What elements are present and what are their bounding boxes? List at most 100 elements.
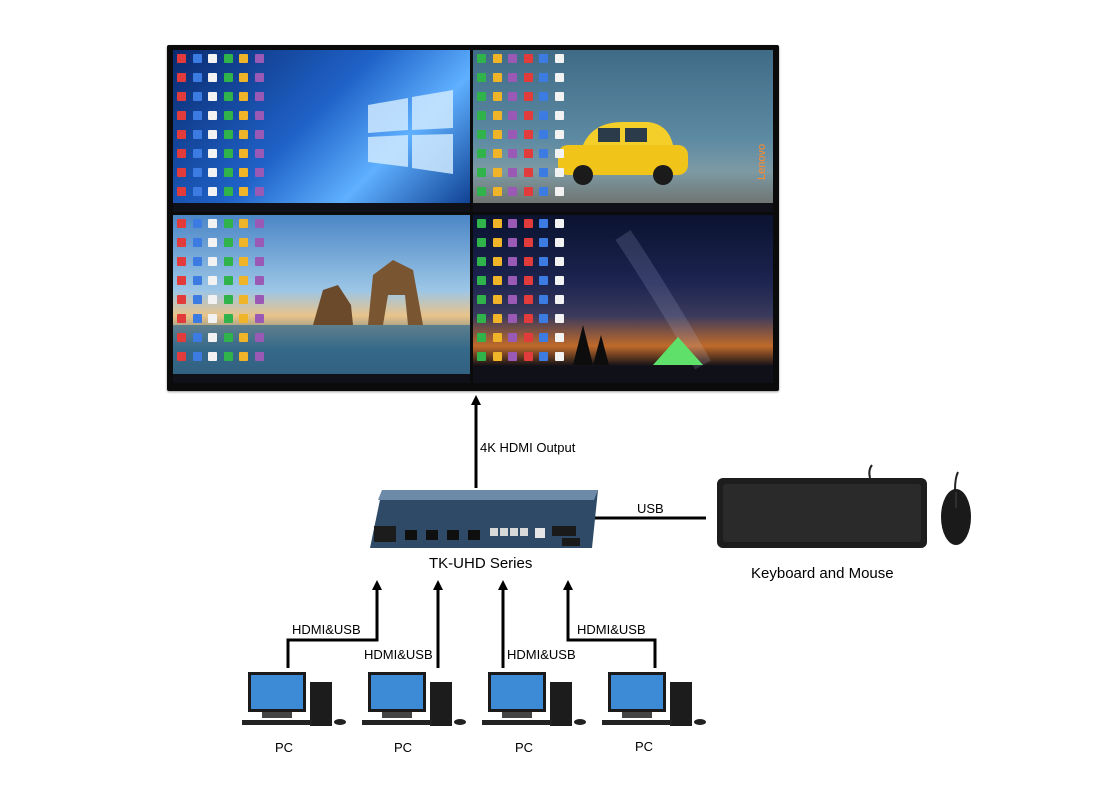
desktop-app-icon xyxy=(523,352,533,361)
desktop-app-icon xyxy=(477,130,486,139)
pc-4-icon xyxy=(602,672,706,726)
desktop-app-icon xyxy=(539,187,548,196)
desktop-app-icon xyxy=(192,187,202,196)
desktop-app-icon xyxy=(177,187,186,196)
desktop-app-icon xyxy=(239,257,248,266)
pc-label-3: PC xyxy=(515,740,534,755)
desktop-app-icon xyxy=(492,73,502,82)
desktop-app-icon xyxy=(254,111,264,120)
desktop-app-icon xyxy=(208,333,217,342)
desktop-app-icon xyxy=(208,111,217,120)
desktop-app-icon xyxy=(492,111,502,120)
desktop-app-icon xyxy=(239,276,248,285)
desktop-app-icon xyxy=(192,314,202,323)
desktop-app-icon xyxy=(477,149,486,158)
desktop-app-icon xyxy=(477,238,486,247)
desktop-app-icon xyxy=(554,111,564,120)
desktop-app-icon xyxy=(239,333,248,342)
pc-label-2: PC xyxy=(394,740,413,755)
desktop-app-icon xyxy=(554,187,564,196)
desktop-app-icon xyxy=(192,219,202,228)
desktop-app-icon xyxy=(239,54,248,63)
desktop-app-icon xyxy=(208,295,217,304)
desktop-app-icon xyxy=(208,219,217,228)
desktop-app-icon xyxy=(254,168,264,177)
desktop-app-icon xyxy=(239,73,248,82)
desktop-app-icon xyxy=(239,111,248,120)
desktop-app-icon xyxy=(539,111,548,120)
desktop-app-icon xyxy=(239,92,248,101)
desktop-app-icon xyxy=(477,168,486,177)
desktop-app-icon xyxy=(477,54,486,63)
hdmi-output-label: 4K HDMI Output xyxy=(480,440,576,455)
desktop-app-icon xyxy=(239,187,248,196)
desktop-app-icon xyxy=(239,314,248,323)
desktop-app-icon xyxy=(539,257,548,266)
desktop-app-icon xyxy=(192,238,202,247)
desktop-app-icon xyxy=(223,73,233,82)
desktop-app-icon xyxy=(192,352,202,361)
desktop-app-icon xyxy=(239,295,248,304)
desktop-app-icon xyxy=(192,333,202,342)
desktop-app-icon xyxy=(254,92,264,101)
pc-1-icon xyxy=(242,672,346,726)
desktop-app-icon xyxy=(192,257,202,266)
desktop-app-icon xyxy=(192,73,202,82)
desktop-app-icon xyxy=(539,92,548,101)
desktop-app-icon xyxy=(508,54,517,63)
desktop-app-icon xyxy=(177,168,186,177)
pc-2-icon xyxy=(362,672,466,726)
desktop-app-icon xyxy=(492,130,502,139)
desktop-app-icon xyxy=(177,111,186,120)
desktop-app-icon xyxy=(208,352,217,361)
desktop-app-icon xyxy=(239,130,248,139)
desktop-app-icon xyxy=(192,168,202,177)
desktop-app-icon xyxy=(208,314,217,323)
desktop-app-icon xyxy=(223,149,233,158)
desktop-app-icon xyxy=(523,333,533,342)
desktop-app-icon xyxy=(208,168,217,177)
desktop-app-icon xyxy=(254,73,264,82)
desktop-app-icon xyxy=(223,238,233,247)
desktop-app-icon xyxy=(492,54,502,63)
desktop-app-icon xyxy=(508,238,517,247)
desktop-app-icon xyxy=(492,168,502,177)
desktop-app-icon xyxy=(254,257,264,266)
desktop-app-icon xyxy=(223,168,233,177)
desktop-app-icon xyxy=(508,257,517,266)
desktop-app-icon xyxy=(523,130,533,139)
rock-arch-icon xyxy=(173,260,470,383)
hdmi-usb-label-4: HDMI&USB xyxy=(577,622,646,637)
desktop-app-icon xyxy=(477,187,486,196)
quadrant-top-left xyxy=(173,50,470,212)
desktop-app-icon xyxy=(554,295,564,304)
desktop-app-icon xyxy=(508,352,517,361)
device-label: TK-UHD Series xyxy=(429,555,533,572)
keyboard-mouse-label: Keyboard and Mouse xyxy=(751,565,894,582)
desktop-app-icon xyxy=(177,257,186,266)
desktop-app-icon xyxy=(508,187,517,196)
desktop-app-icon xyxy=(208,54,217,63)
quadrant-top-right: Lenovo xyxy=(473,50,773,212)
desktop-app-icon xyxy=(539,333,548,342)
desktop-app-icon xyxy=(177,73,186,82)
desktop-app-icon xyxy=(508,73,517,82)
desktop-app-icon xyxy=(539,276,548,285)
desktop-app-icon xyxy=(523,54,533,63)
monitor-brand-label: Lenovo xyxy=(756,144,768,180)
desktop-app-icon xyxy=(239,219,248,228)
desktop-app-icon xyxy=(223,257,233,266)
desktop-app-icon xyxy=(523,276,533,285)
desktop-app-icon xyxy=(554,352,564,361)
desktop-app-icon xyxy=(508,92,517,101)
desktop-app-icon xyxy=(177,130,186,139)
desktop-app-icon xyxy=(223,111,233,120)
desktop-app-icon xyxy=(539,73,548,82)
desktop-app-icon xyxy=(192,295,202,304)
desktop-app-icon xyxy=(523,295,533,304)
pc-3-icon xyxy=(482,672,586,726)
desktop-app-icon xyxy=(554,276,564,285)
